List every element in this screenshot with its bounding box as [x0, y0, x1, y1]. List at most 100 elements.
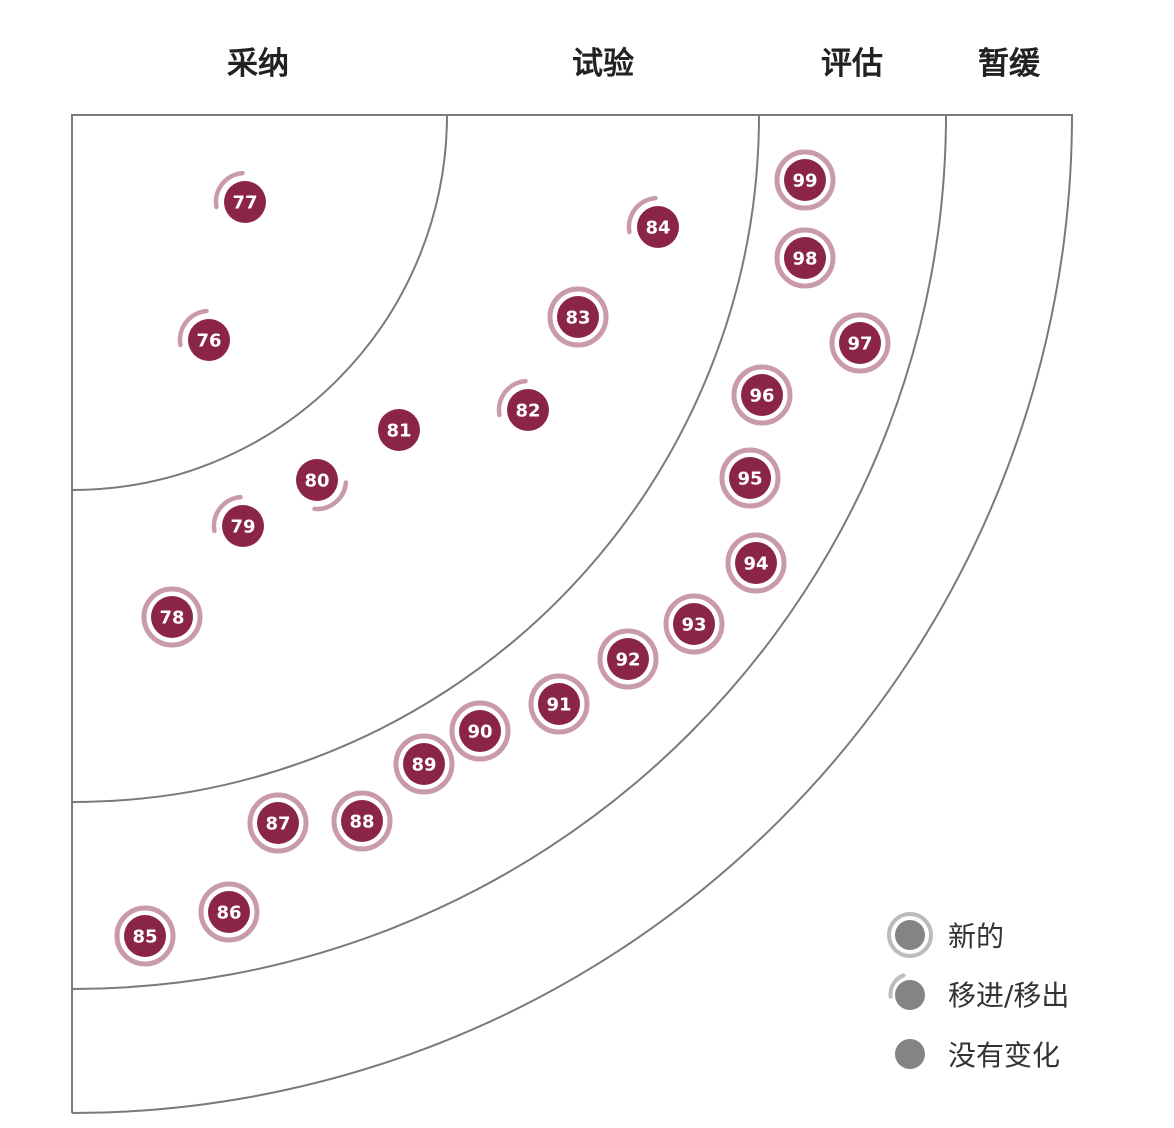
blip-79[interactable]: 79 [211, 494, 264, 547]
new-ring [114, 905, 176, 967]
blip-76[interactable]: 76 [177, 308, 230, 361]
new-ring [449, 700, 511, 762]
new-ring [719, 447, 781, 509]
no-change-blip-icon [886, 1029, 938, 1079]
blip-circle [741, 374, 783, 416]
blip-number: 95 [737, 469, 762, 490]
blip-circle [459, 710, 501, 752]
blip-number: 83 [565, 308, 590, 329]
blip-circle [557, 296, 599, 338]
moved-arc [211, 494, 243, 534]
blip-89[interactable]: 89 [393, 733, 455, 795]
blip-circle [378, 409, 420, 451]
blip-82[interactable]: 82 [496, 378, 549, 431]
blip-number: 82 [515, 401, 540, 422]
blip-circle [673, 603, 715, 645]
blip-circle [607, 638, 649, 680]
blip-96[interactable]: 96 [731, 364, 793, 426]
blip-number: 80 [304, 471, 329, 492]
blip-number: 87 [265, 814, 290, 835]
blip-circle [208, 891, 250, 933]
blip-layer: 76 77 78 79 80 81 82 83 84 85 86 87 88 89 90 91 92 93 94 95… [114, 149, 891, 967]
moved-blip-icon [886, 969, 938, 1019]
blip-circle [735, 542, 777, 584]
blip-circle [257, 802, 299, 844]
blip-88[interactable]: 88 [331, 790, 393, 852]
blip-80[interactable]: 80 [296, 459, 349, 512]
blip-circle [222, 505, 264, 547]
blip-number: 79 [230, 517, 255, 538]
new-ring [247, 792, 309, 854]
ring-label-trial: 试验 [572, 46, 634, 82]
blip-98[interactable]: 98 [774, 227, 836, 289]
ring-label-hold: 暂缓 [978, 46, 1040, 82]
new-ring [663, 593, 725, 655]
legend-item-new: 新的 [886, 910, 1004, 960]
new-ring [547, 286, 609, 348]
blip-77[interactable]: 77 [213, 170, 266, 223]
blip-95[interactable]: 95 [719, 447, 781, 509]
blip-number: 85 [132, 927, 157, 948]
blip-number: 86 [216, 903, 241, 924]
blip-number: 90 [467, 722, 492, 743]
blip-number: 81 [386, 421, 411, 442]
new-ring [725, 532, 787, 594]
blip-circle [151, 596, 193, 638]
blip-number: 92 [615, 650, 640, 671]
legend-label-moved: 移进/移出 [948, 979, 1070, 1012]
blip-number: 84 [645, 218, 670, 239]
blip-circle [784, 159, 826, 201]
legend-label-no-change: 没有变化 [948, 1039, 1061, 1072]
legend-item-moved: 移进/移出 [886, 969, 1069, 1019]
blip-circle [839, 322, 881, 364]
new-ring [393, 733, 455, 795]
blip-94[interactable]: 94 [725, 532, 787, 594]
blip-90[interactable]: 90 [449, 700, 511, 762]
blip-number: 99 [792, 171, 817, 192]
ring-boundary-assess [71, 114, 947, 990]
blip-99[interactable]: 99 [774, 149, 836, 211]
blip-81[interactable]: 81 [378, 409, 420, 451]
blip-83[interactable]: 83 [547, 286, 609, 348]
ring-boundaries [71, 114, 1074, 1114]
new-blip-icon [886, 910, 938, 960]
blip-number: 96 [749, 386, 774, 407]
blip-number: 94 [743, 554, 768, 575]
blip-number: 98 [792, 249, 817, 270]
blip-circle [403, 743, 445, 785]
blip-circle [729, 457, 771, 499]
blip-number: 88 [349, 812, 374, 833]
blip-circle [538, 683, 580, 725]
moved-arc [312, 480, 349, 512]
new-ring [774, 227, 836, 289]
blip-number: 97 [847, 334, 872, 355]
new-ring [774, 149, 836, 211]
blip-circle [188, 319, 230, 361]
new-ring [141, 586, 203, 648]
blip-number: 77 [232, 193, 257, 214]
moved-arc [626, 195, 658, 235]
blip-93[interactable]: 93 [663, 593, 725, 655]
legend-item-no-change: 没有变化 [886, 1029, 1060, 1079]
blip-87[interactable]: 87 [247, 792, 309, 854]
blip-85[interactable]: 85 [114, 905, 176, 967]
blip-circle [637, 206, 679, 248]
blip-78[interactable]: 78 [141, 586, 203, 648]
new-ring [731, 364, 793, 426]
blip-92[interactable]: 92 [597, 628, 659, 690]
blip-91[interactable]: 91 [528, 673, 590, 735]
blip-circle [507, 389, 549, 431]
blip-97[interactable]: 97 [829, 312, 891, 374]
ring-label-assess: 评估 [821, 46, 883, 82]
moved-arc [496, 378, 528, 418]
ring-boundary-adopt [71, 114, 448, 491]
blip-86[interactable]: 86 [198, 881, 260, 943]
blip-number: 76 [196, 331, 221, 352]
moved-arc [213, 170, 245, 210]
blip-number: 78 [159, 608, 184, 629]
blip-circle [784, 237, 826, 279]
blip-84[interactable]: 84 [626, 195, 679, 248]
new-ring [198, 881, 260, 943]
new-ring [528, 673, 590, 735]
ring-label-adopt: 采纳 [227, 46, 289, 82]
